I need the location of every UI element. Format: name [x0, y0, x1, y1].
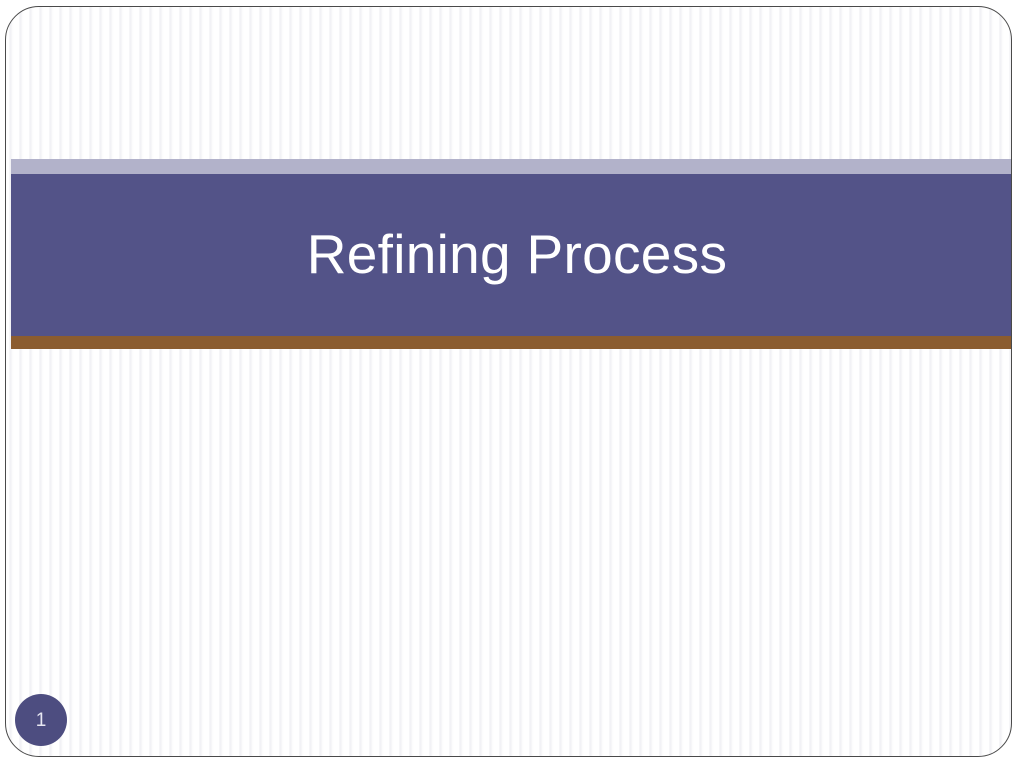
title-banner-group: Refining Process: [11, 159, 1011, 349]
title-band: Refining Process: [11, 174, 1011, 336]
page-number-badge: 1: [15, 694, 67, 746]
banner-accent-strip-top: [11, 159, 1011, 174]
page-number-label: 1: [35, 709, 47, 731]
page-title: Refining Process: [306, 223, 728, 286]
banner-accent-rule-bottom: [11, 336, 1011, 349]
slide-canvas: Refining Process: [5, 6, 1012, 757]
